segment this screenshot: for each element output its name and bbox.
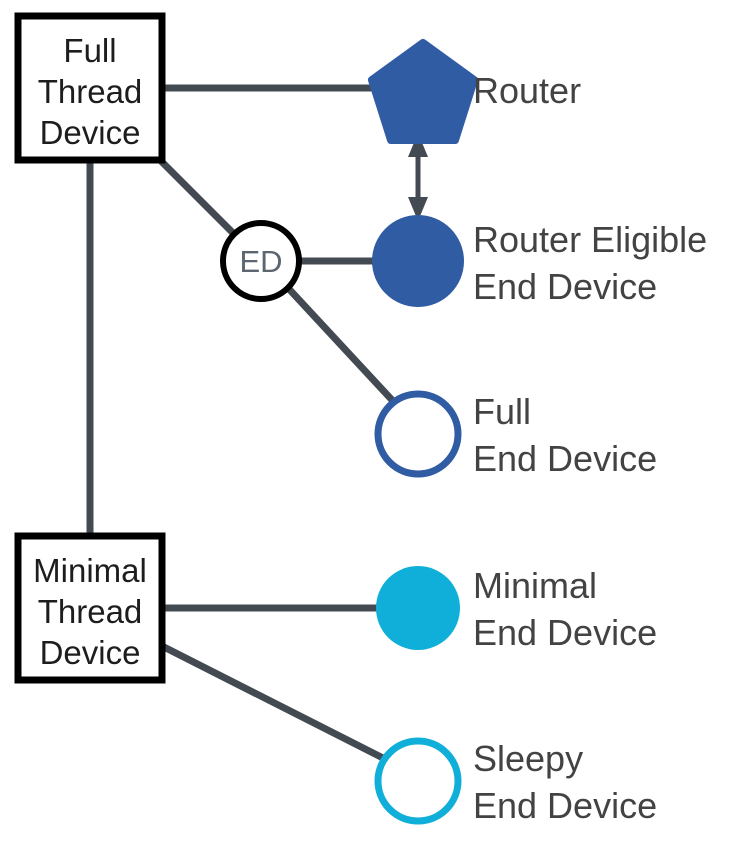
group-full-thread-device[interactable]: Full Thread Device xyxy=(14,12,166,164)
minimal-end-device-circle-icon[interactable] xyxy=(376,566,460,650)
sleepy-end-device-label-line1: Sleepy xyxy=(473,738,583,779)
device-full-end-device[interactable]: Full End Device xyxy=(374,390,657,479)
device-sleepy-end-device[interactable]: Sleepy End Device xyxy=(374,737,657,826)
end-device-node[interactable]: ED xyxy=(220,220,302,302)
full-thread-device-label-line2: Thread xyxy=(38,73,143,110)
end-device-circle[interactable] xyxy=(220,220,302,302)
minimal-thread-device-label-line3: Device xyxy=(40,634,141,671)
connectors-layer xyxy=(86,84,428,762)
full-thread-device-box[interactable] xyxy=(14,12,166,164)
full-end-device-circle-icon[interactable] xyxy=(374,390,462,478)
connector-ed-to-fed xyxy=(286,286,395,403)
router-eligible-end-device-circle-icon[interactable] xyxy=(372,215,464,307)
minimal-thread-device-label-line2: Thread xyxy=(38,593,143,630)
end-device-label: ED xyxy=(239,244,282,279)
device-minimal-end-device[interactable]: Minimal End Device xyxy=(376,565,657,653)
device-router-eligible-end-device[interactable]: Router Eligible End Device xyxy=(372,215,707,307)
connector-router-reed-bidirectional xyxy=(408,133,428,221)
full-thread-device-label-line1: Full xyxy=(63,32,116,69)
minimal-thread-device-label-line1: Minimal xyxy=(33,552,147,589)
sleepy-end-device-label-line2: End Device xyxy=(473,785,657,826)
full-thread-device-label-line3: Device xyxy=(40,114,141,151)
router-pentagon-icon[interactable] xyxy=(368,39,478,144)
router-label-line1: Router xyxy=(473,70,581,111)
full-end-device-label-line2: End Device xyxy=(473,438,657,479)
minimal-end-device-label-line1: Minimal xyxy=(473,565,597,606)
minimal-end-device-label-line2: End Device xyxy=(473,612,657,653)
router-eligible-end-device-label-line2: End Device xyxy=(473,266,657,307)
device-router[interactable]: Router xyxy=(368,39,581,144)
full-end-device-label-line1: Full xyxy=(473,391,531,432)
group-minimal-thread-device[interactable]: Minimal Thread Device xyxy=(14,532,166,684)
connector-mtd-to-sed xyxy=(158,641,385,762)
sleepy-end-device-circle-icon[interactable] xyxy=(374,737,462,825)
minimal-thread-device-box[interactable] xyxy=(14,532,166,684)
router-eligible-end-device-label-line1: Router Eligible xyxy=(473,219,707,260)
connector-ftd-to-ed xyxy=(157,157,239,239)
